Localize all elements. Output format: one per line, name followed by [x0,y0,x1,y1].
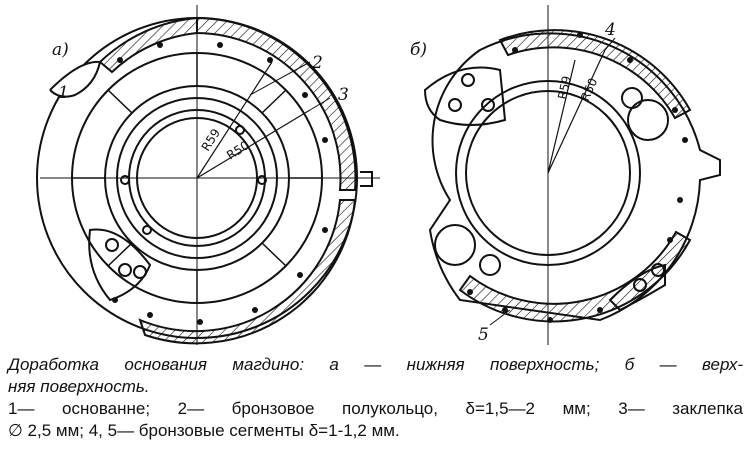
caption-legend-line2: ∅ 2,5 мм; 4, 5— бронзовые сегменты δ=1-1… [8,421,400,440]
callout-1: 1 [58,83,69,103]
panel-b-drawing [423,5,721,345]
panel-b-label: б) [410,40,427,60]
callout-2: 2 [311,53,323,73]
dimension-r59-b: R59 [555,75,574,101]
panel-a-label: а) [52,40,69,60]
technical-drawing: а) 1 2 3 R59 R50 б) 4 5 R59 R50 [36,5,721,345]
rivets-a [112,42,328,325]
callout-5: 5 [478,325,489,345]
caption-title-line1: Доработка основания магдино: а — нижняя … [8,355,743,374]
callout-4: 4 [604,20,616,40]
rivets-b [467,32,688,323]
caption-legend-line1: 1— основанне; 2— бронзовое полукольцо, δ… [8,399,743,418]
caption-title-line2: няя поверхность. [8,377,150,396]
panel-a-drawing [36,5,380,345]
callout-3: 3 [338,85,349,105]
dimension-r50-a: R50 [224,138,251,162]
dimension-r59-a: R59 [199,126,223,153]
dimension-r50-b: R50 [578,76,600,103]
figure-caption: Доработка основания магдино: а — нижняя … [8,354,743,442]
